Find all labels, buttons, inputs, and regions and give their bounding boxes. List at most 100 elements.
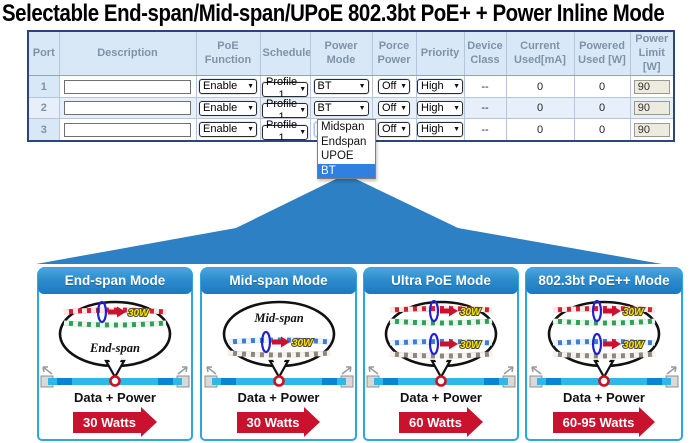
column-header-priority: Priority bbox=[415, 30, 465, 77]
power-mode-select-value: BT bbox=[317, 80, 332, 92]
port-number: 1 bbox=[27, 75, 60, 98]
device-class-value: -- bbox=[463, 118, 507, 142]
poe-function-select[interactable]: Enable▼ bbox=[199, 100, 257, 116]
svg-text:30W: 30W bbox=[623, 307, 645, 318]
column-header-poe-function: PoE Function bbox=[195, 30, 261, 77]
priority-select-value: High bbox=[421, 80, 444, 92]
page-title: Selectable End-span/Mid-span/UPoE 802.3b… bbox=[2, 0, 665, 27]
current-used-value: 0 bbox=[505, 118, 575, 142]
dropdown-arrow-icon: ▼ bbox=[400, 126, 407, 133]
description-cell bbox=[58, 75, 197, 98]
schedule-select-value: Profile 1 bbox=[266, 97, 298, 119]
schedule-select[interactable]: Profile 1▼ bbox=[262, 77, 308, 97]
schedule-select-value: Profile 1 bbox=[266, 119, 298, 141]
schedule-select[interactable]: Profile 1▼ bbox=[262, 120, 308, 140]
schedule-select-value: Profile 1 bbox=[266, 76, 298, 98]
dropdown-arrow-icon: ▼ bbox=[453, 104, 460, 112]
watts-arrow: 30 Watts bbox=[39, 407, 191, 437]
dropdown-option-midspan[interactable]: Midspan bbox=[321, 121, 365, 133]
current-used-value: 0 bbox=[505, 96, 575, 120]
description-input[interactable] bbox=[63, 101, 192, 115]
port-number: 2 bbox=[27, 96, 60, 120]
force-power-select[interactable]: Off▼ bbox=[378, 79, 410, 94]
svg-text:End-span: End-span bbox=[89, 341, 140, 355]
power-mode-select[interactable]: BT ▼ bbox=[313, 79, 369, 94]
force-power-select-cell: Off▼ bbox=[371, 96, 417, 120]
force-power-select-cell: Off▼ bbox=[371, 75, 417, 98]
column-header-power-limit-w-: Power Limit [W] bbox=[629, 30, 675, 77]
column-header-description: Description bbox=[58, 30, 197, 77]
data-power-label: Data + Power bbox=[73, 390, 156, 405]
priority-select[interactable]: High▼ bbox=[417, 122, 463, 137]
data-power-label: Data + Power bbox=[399, 390, 482, 405]
dropdown-arrow-icon: ▼ bbox=[299, 85, 307, 93]
description-input[interactable] bbox=[63, 79, 192, 94]
force-power-select[interactable]: Off▼ bbox=[378, 100, 410, 116]
dropdown-option-endspan[interactable]: Endspan bbox=[321, 135, 367, 148]
poe-function-select[interactable]: Enable▼ bbox=[199, 122, 257, 137]
poe-function-select-value: Enable bbox=[203, 80, 238, 92]
data-power-label: Data + Power bbox=[562, 390, 645, 405]
priority-select-value: High bbox=[421, 123, 444, 135]
svg-text:30W: 30W bbox=[460, 340, 482, 351]
poe-function-select[interactable]: Enable ▼ bbox=[199, 79, 257, 94]
dropdown-arrow-icon: ▼ bbox=[299, 107, 307, 115]
dropdown-arrow-icon: ▼ bbox=[400, 104, 407, 112]
priority-select[interactable]: High ▼ bbox=[417, 100, 463, 116]
power-mode-select-value: BT bbox=[317, 101, 332, 114]
schedule-select-cell: Profile 1▼ bbox=[259, 118, 311, 142]
dropdown-arrow-icon: ▼ bbox=[358, 104, 366, 112]
watts-arrow-label: 60 Watts bbox=[399, 411, 467, 433]
dropdown-arrow-icon: ▼ bbox=[400, 83, 407, 90]
power-mode-select-cell: BT ▼ bbox=[309, 96, 373, 120]
watts-arrow-label: 60-95 Watts bbox=[552, 411, 640, 433]
panel-title: 802.3bt PoE++ Mode bbox=[526, 268, 682, 294]
description-input[interactable] bbox=[63, 122, 192, 137]
panel-title: End-span Mode bbox=[38, 268, 192, 294]
arrow-head-icon bbox=[140, 407, 157, 437]
schedule-select-cell: Profile 1▼ bbox=[259, 75, 311, 98]
poe-function-select-cell: Enable ▼ bbox=[195, 75, 261, 98]
priority-select[interactable]: High ▼ bbox=[417, 79, 463, 94]
dropdown-arrow-icon: ▼ bbox=[358, 83, 366, 90]
dropdown-arrow-icon: ▼ bbox=[453, 83, 460, 90]
dropdown-option-upoe[interactable]: UPOE bbox=[321, 150, 354, 162]
power-limit-input[interactable] bbox=[633, 101, 670, 115]
watts-arrow: 60-95 Watts bbox=[527, 407, 681, 437]
force-power-select-cell: Off▼ bbox=[371, 118, 417, 142]
force-power-select-value: Off bbox=[382, 80, 397, 92]
column-header-current-used-ma-: Current Used[mA] bbox=[505, 30, 575, 77]
dropdown-arrow-icon: ▼ bbox=[247, 104, 254, 112]
column-header-powered-used-w-: Powered Used [W] bbox=[573, 30, 631, 77]
dropdown-arrow-icon: ▼ bbox=[247, 83, 254, 90]
power-mode-select[interactable]: BT ▼ bbox=[313, 100, 369, 116]
powered-used-value: 0 bbox=[573, 118, 631, 142]
port-number: 3 bbox=[27, 118, 60, 142]
current-used-value: 0 bbox=[505, 75, 575, 98]
schedule-select[interactable]: Profile 1▼ bbox=[262, 98, 308, 118]
description-cell bbox=[58, 118, 197, 142]
dropdown-option-bt[interactable]: BT bbox=[318, 163, 375, 178]
priority-select-value: High bbox=[421, 101, 444, 114]
watts-arrow: 60 Watts bbox=[365, 407, 517, 437]
powered-used-value: 0 bbox=[573, 96, 631, 120]
power-limit-input[interactable] bbox=[633, 79, 670, 94]
force-power-select[interactable]: Off▼ bbox=[378, 122, 410, 137]
power-limit-input[interactable] bbox=[633, 122, 670, 137]
force-power-select-value: Off bbox=[382, 123, 397, 135]
arrow-head-icon bbox=[466, 407, 483, 437]
column-header-power-mode: Power Mode bbox=[309, 30, 373, 77]
priority-select-cell: High ▼ bbox=[415, 75, 465, 98]
poe-function-select-cell: Enable▼ bbox=[195, 118, 261, 142]
